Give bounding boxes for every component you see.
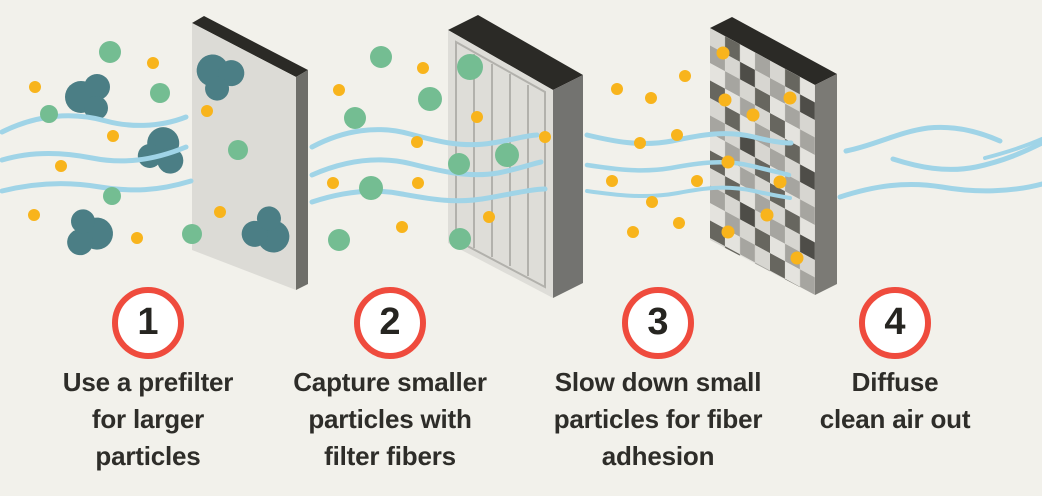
small-particle xyxy=(645,92,657,104)
airflow-wave xyxy=(309,157,544,178)
large-particle xyxy=(65,74,110,120)
small-particle xyxy=(718,93,732,107)
small-particle xyxy=(721,155,735,169)
small-particle xyxy=(417,62,429,74)
airflow-wave xyxy=(983,137,1042,160)
small-particle xyxy=(214,206,226,218)
small-particle xyxy=(634,137,646,149)
small-particle xyxy=(773,175,787,189)
airflow-wave xyxy=(890,140,1042,172)
airflow-wave xyxy=(585,185,792,200)
medium-particle xyxy=(182,224,202,244)
medium-particle xyxy=(418,87,442,111)
step-3-caption: Slow down small particles for fiber adhe… xyxy=(553,367,763,471)
panel-top-face xyxy=(710,17,837,85)
large-particle xyxy=(67,209,113,256)
medium-particle xyxy=(150,83,170,103)
airflow-wave xyxy=(309,186,548,205)
step-3-badge: 3 xyxy=(622,287,694,359)
medium-particle xyxy=(448,153,470,175)
small-particle xyxy=(28,209,40,221)
small-particle xyxy=(671,129,683,141)
medium-particle xyxy=(328,229,350,251)
panel-side-face xyxy=(296,70,308,290)
small-particle xyxy=(611,83,623,95)
medium-particle xyxy=(359,176,383,200)
small-particle xyxy=(131,232,143,244)
small-particle xyxy=(790,251,804,265)
medium-particle xyxy=(40,105,58,123)
small-particle xyxy=(721,225,735,239)
large-particle xyxy=(196,54,245,101)
medium-particle xyxy=(457,54,483,80)
medium-particle xyxy=(103,187,121,205)
small-particle xyxy=(627,226,639,238)
small-particle xyxy=(679,70,691,82)
small-particle xyxy=(716,46,730,60)
step-number: 1 xyxy=(137,301,159,343)
small-particle xyxy=(327,177,339,189)
medium-particle xyxy=(370,46,392,68)
small-particle xyxy=(201,105,213,117)
airflow-wave xyxy=(843,124,1003,154)
step-4-badge: 4 xyxy=(859,287,931,359)
small-particle xyxy=(760,208,774,222)
panel-top-face xyxy=(192,16,308,77)
step-2-caption: Capture smaller particles with filter fi… xyxy=(293,367,487,471)
step-1: 1 Use a prefilter for larger particles xyxy=(8,287,288,475)
small-particle xyxy=(107,130,119,142)
medium-particles xyxy=(40,41,519,251)
small-particle xyxy=(29,81,41,93)
step-1-badge: 1 xyxy=(112,287,184,359)
small-particle xyxy=(411,136,423,148)
small-particle xyxy=(396,221,408,233)
large-particle xyxy=(241,206,290,253)
small-particle xyxy=(673,217,685,229)
small-particle xyxy=(483,211,495,223)
small-particle xyxy=(746,108,760,122)
small-particles xyxy=(28,46,804,265)
step-number: 4 xyxy=(884,301,906,343)
airflow-wave xyxy=(837,181,1042,200)
small-particle xyxy=(147,57,159,69)
small-particle xyxy=(471,111,483,123)
small-particle xyxy=(691,175,703,187)
step-1-caption: Use a prefilter for larger particles xyxy=(62,367,234,471)
panel-side-face xyxy=(815,74,837,295)
airflow-wave xyxy=(584,131,794,146)
panel-side-face xyxy=(553,75,583,298)
small-particle xyxy=(55,160,67,172)
step-number: 3 xyxy=(647,301,669,343)
airflow-wave xyxy=(0,144,189,164)
small-particle xyxy=(333,84,345,96)
small-particle xyxy=(783,91,797,105)
airflow-wave xyxy=(0,178,194,194)
step-number: 2 xyxy=(379,301,401,343)
small-particle xyxy=(412,177,424,189)
medium-particle xyxy=(495,143,519,167)
medium-particle xyxy=(228,140,248,160)
airflow-waves xyxy=(0,113,1042,205)
pleated-filter-panel xyxy=(448,15,583,298)
small-particle xyxy=(646,196,658,208)
step-4: 4 Diffuse clean air out xyxy=(755,287,1035,438)
medium-particle xyxy=(449,228,471,250)
small-particle xyxy=(539,131,551,143)
step-4-caption: Diffuse clean air out xyxy=(819,367,971,434)
panel-top-face xyxy=(448,15,583,90)
step-2-badge: 2 xyxy=(354,287,426,359)
airflow-wave xyxy=(309,127,540,150)
airflow-wave xyxy=(0,113,189,135)
small-particle xyxy=(606,175,618,187)
airflow-wave xyxy=(584,159,792,178)
medium-particle xyxy=(99,41,121,63)
step-3: 3 Slow down small particles for fiber ad… xyxy=(518,287,798,475)
step-2: 2 Capture smaller particles with filter … xyxy=(250,287,530,475)
medium-particle xyxy=(344,107,366,129)
